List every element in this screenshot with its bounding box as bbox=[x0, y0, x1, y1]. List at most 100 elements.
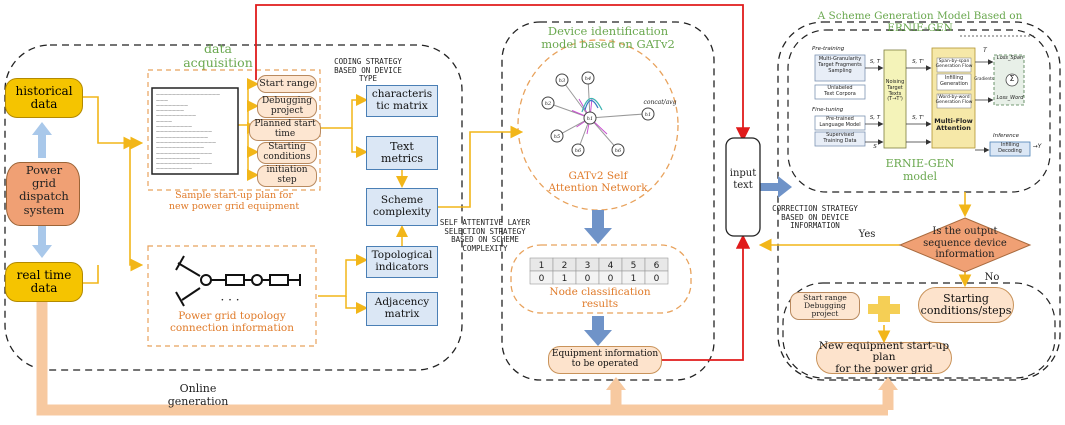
gat-node-label: h4 bbox=[585, 76, 591, 82]
net-region bbox=[517, 39, 679, 211]
equipment-info-box: Equipment information to be operated bbox=[548, 346, 662, 374]
decision-question: Is the output sequence device informatio… bbox=[923, 226, 1007, 260]
scheme-complexity-box: Scheme complexity bbox=[366, 188, 438, 226]
ernie-infilling-gen: Infilling Generation bbox=[940, 75, 968, 87]
gat-node-label: h5 bbox=[554, 134, 560, 140]
adjacency-matrix-box: Adjacency matrix bbox=[366, 292, 438, 326]
gat-node-label: h6 bbox=[615, 148, 622, 154]
gat-node bbox=[641, 107, 655, 121]
pill-starting-conditions: Starting conditions bbox=[257, 142, 317, 164]
ernie-internals bbox=[814, 35, 1036, 157]
gat-node bbox=[571, 143, 585, 157]
pill-debugging-project: Debugging project bbox=[257, 96, 317, 118]
ernie-word-flow: Word-by-word Generation Flow bbox=[935, 95, 973, 106]
doc-line: ————————————— bbox=[156, 134, 208, 139]
pill-planned-start-time: Planned start time bbox=[249, 119, 321, 141]
ernie-finetuning: Fine-tuning bbox=[812, 107, 844, 113]
coding-strategy-label: CODING STRATEGY BASED ON DEVICE TYPE bbox=[334, 57, 402, 84]
ernie-infilling-dec: Infilling Decoding bbox=[998, 142, 1022, 154]
ernie-inference: Inference bbox=[993, 133, 1019, 139]
doc-line: —————————————— bbox=[156, 129, 212, 134]
ernie-st-1: S, T bbox=[869, 59, 881, 65]
ernie-gradients: Gradients bbox=[974, 76, 994, 81]
gat-node bbox=[611, 143, 625, 157]
ernie-y-label: →Y bbox=[1032, 143, 1042, 150]
ernie-st-4: S, T' bbox=[912, 115, 924, 121]
ernie-loss-word: Loss_Word bbox=[996, 95, 1024, 101]
realtime-data-box: real time data bbox=[5, 262, 83, 302]
ernie-noising: Noising Target Texts (T→T') bbox=[885, 79, 905, 103]
red-arrow-bottom bbox=[662, 234, 751, 361]
gat-region bbox=[501, 21, 715, 381]
gat-concat-label: concat/avg bbox=[643, 99, 677, 106]
new-plan-box: New equipment start-up plan for the powe… bbox=[816, 340, 952, 375]
ernie-multi-gran: Multi-Granularity Target Fragments Sampl… bbox=[818, 56, 862, 74]
ernie-s-only: S bbox=[873, 144, 877, 150]
gat-node bbox=[555, 73, 569, 87]
gat-node bbox=[550, 129, 564, 143]
gat-node-label: h3 bbox=[559, 78, 565, 84]
doc-line: —————————— bbox=[156, 113, 196, 118]
doc-line: ———— bbox=[156, 119, 172, 124]
doc-line: ——— bbox=[156, 97, 168, 102]
table-top-cell: 5 bbox=[631, 261, 637, 271]
online-arrow bbox=[36, 298, 888, 416]
decision-diamond bbox=[898, 217, 1032, 273]
doc-line: ———————— bbox=[156, 103, 188, 108]
table-bottom-cell: 1 bbox=[562, 274, 568, 284]
node-results-caption: Node classification results bbox=[549, 286, 651, 311]
ernie-pretraining: Pre-training bbox=[812, 46, 845, 52]
gat-node-label: h6 bbox=[575, 148, 582, 154]
dispatch-system-cylinder: Power grid dispatch system bbox=[6, 162, 80, 226]
pill-start-range: Start range bbox=[257, 75, 317, 93]
ernie-title: A Scheme Generation Model Based on ERNIE… bbox=[817, 10, 1023, 35]
gat-node-label: h2 bbox=[545, 101, 551, 107]
starting-steps-box: Starting conditions/steps bbox=[918, 287, 1014, 323]
gat-node bbox=[581, 71, 595, 85]
correction-strategy-label: CORRECTION STRATEGY BASED ON DEVICE INFO… bbox=[772, 204, 858, 231]
table-top-cell: 6 bbox=[654, 261, 660, 271]
characteristic-matrix-box: characteris tic matrix bbox=[366, 85, 438, 117]
pill-initiation-step: initiation step bbox=[257, 165, 317, 187]
gat-title: Device identification model based on GAT… bbox=[541, 24, 675, 52]
output-region bbox=[782, 282, 1056, 379]
self-attentive-label: SELF ATTENTIVE LAYER SELECTION STRATEGY … bbox=[439, 218, 531, 253]
ernie-t-label: T bbox=[983, 47, 987, 54]
table-top-cell: 3 bbox=[585, 261, 591, 271]
table-top-cell: 2 bbox=[562, 261, 568, 271]
ernie-loss-span: Loss_Span bbox=[996, 55, 1024, 61]
ernie-model-caption: ERNIE-GEN model bbox=[885, 157, 955, 183]
topology-caption: Power grid topology connection informati… bbox=[169, 310, 295, 335]
results-region bbox=[510, 244, 692, 314]
doc-line: ————————— bbox=[156, 124, 192, 129]
table-bottom-cell: 1 bbox=[631, 274, 637, 284]
ernie-unlabeled: Unlabeled Text Corpora bbox=[824, 85, 856, 97]
doc-line: —————————————— bbox=[156, 150, 212, 155]
decision-no: No bbox=[984, 272, 1000, 283]
table-bottom-cell: 0 bbox=[608, 274, 614, 284]
historical-data-box: historical data bbox=[5, 78, 83, 118]
doc-line: —————————————— bbox=[156, 161, 212, 166]
start-debug-box: Start range Debugging project bbox=[790, 292, 860, 320]
topology-region bbox=[147, 245, 317, 347]
gat-node-label: h1 bbox=[587, 116, 593, 122]
ernie-span-flow: Span-by-span Generation Flow bbox=[935, 59, 973, 70]
ernie-pretrained-lm: Pre-trained Language Model bbox=[819, 116, 861, 128]
table-bottom-cell: 0 bbox=[585, 274, 591, 284]
sample-caption: Sample start-up plan for new power grid … bbox=[168, 190, 300, 212]
sample-region bbox=[147, 69, 321, 191]
ernie-inner-region bbox=[787, 29, 1051, 193]
gat-net-caption: GATv2 Self Attention Network bbox=[548, 170, 648, 195]
plus-sign bbox=[868, 296, 900, 322]
doc-line: ——————— bbox=[156, 108, 184, 113]
doc-line: ———————————————— bbox=[156, 92, 220, 97]
dispatch-system-label: Power grid dispatch system bbox=[19, 163, 69, 217]
ernie-multi-flow: Multi-Flow Attention bbox=[934, 117, 973, 133]
table-top-cell: 1 bbox=[539, 261, 545, 271]
table-bottom-cell: 0 bbox=[654, 274, 660, 284]
ernie-st-2: S, T' bbox=[912, 59, 924, 65]
input-text-label: input text bbox=[729, 168, 757, 191]
decision-yes: Yes bbox=[858, 229, 876, 240]
